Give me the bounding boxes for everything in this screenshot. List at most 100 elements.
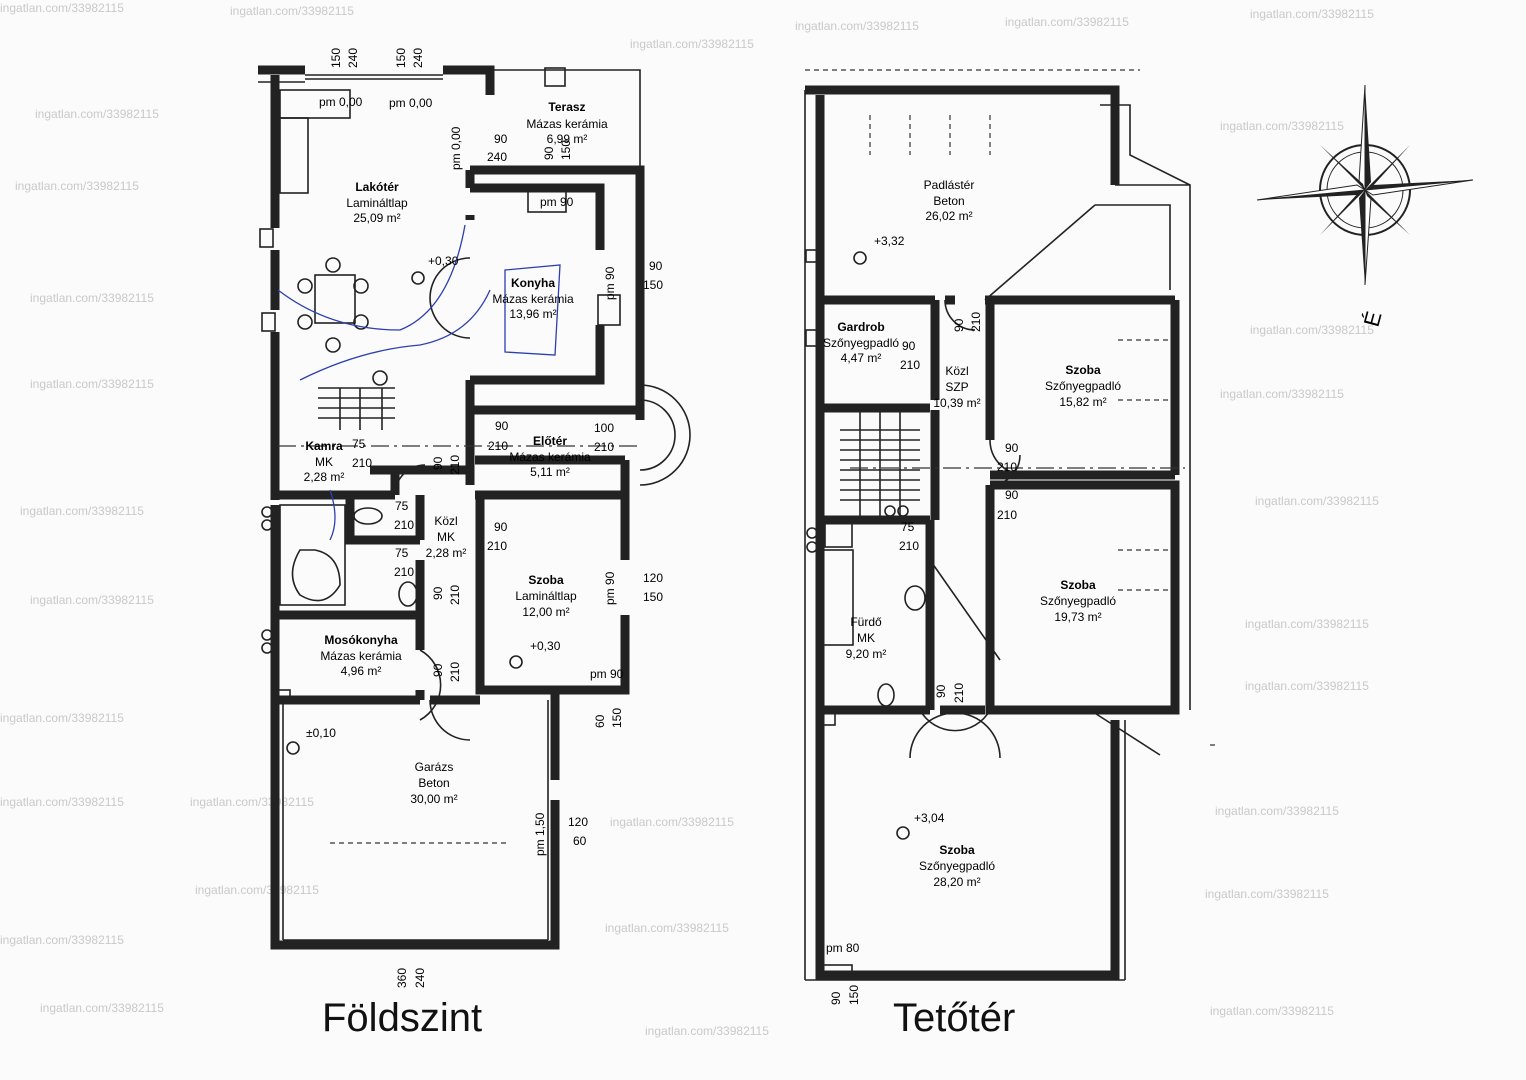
room-szoba1-attic: Szoba Szőnyegpadló 15,82 m² xyxy=(1045,363,1121,409)
room-area: 25,09 m² xyxy=(353,211,400,225)
dimension: 360 xyxy=(395,968,409,988)
room-floor: Szőnyegpadló xyxy=(1045,379,1121,393)
attic-dimension-labels: 90 210 90 210 90 210 90 210 75 210 90 21… xyxy=(829,312,1019,1005)
room-szoba3-attic: Szoba Szőnyegpadló 28,20 m² xyxy=(919,843,995,889)
watermark: ingatlan.com/33982115 xyxy=(0,711,124,725)
watermark: ingatlan.com/33982115 xyxy=(35,107,159,121)
dimension: 210 xyxy=(997,460,1017,474)
room-name: Padlástér xyxy=(924,178,975,192)
room-name: Garázs xyxy=(415,760,454,774)
level-label: +3,04 xyxy=(914,811,945,825)
dimension: 90 xyxy=(934,684,948,698)
room-floor: MK xyxy=(437,530,455,544)
room-area: 10,39 m² xyxy=(933,396,980,410)
watermark: ingatlan.com/33982115 xyxy=(1220,119,1344,133)
watermark: ingatlan.com/33982115 xyxy=(645,1024,769,1038)
dimension: 210 xyxy=(448,585,462,605)
watermark: ingatlan.com/33982115 xyxy=(230,4,354,18)
level-label: pm 90 xyxy=(603,571,617,605)
room-floor: Beton xyxy=(418,776,449,790)
dimension: 90 xyxy=(649,259,663,273)
room-name: Fürdő xyxy=(850,615,882,629)
dimension: 75 xyxy=(395,499,409,513)
dimension: 60 xyxy=(573,834,587,848)
watermark: ingatlan.com/33982115 xyxy=(795,19,919,33)
room-name: Közl xyxy=(434,514,457,528)
room-floor: Lamináltlap xyxy=(346,196,408,210)
watermark: ingatlan.com/33982115 xyxy=(1210,1004,1334,1018)
room-area: 5,11 m² xyxy=(530,465,570,479)
room-area: 30,00 m² xyxy=(410,792,457,806)
dimension: 90 xyxy=(1005,441,1019,455)
watermark: ingatlan.com/33982115 xyxy=(1245,617,1369,631)
room-floor: Mázas kerámia xyxy=(526,117,608,131)
room-name: Mosókonyha xyxy=(324,633,398,647)
dimension: 75 xyxy=(395,546,409,560)
dimension: 90 xyxy=(431,586,445,600)
dimension: 90 xyxy=(494,520,508,534)
ground-dimension-labels: 150 240 150 240 90 240 90 150 90 150 75 … xyxy=(329,48,663,988)
room-name: Közl xyxy=(945,364,968,378)
room-floor: Lamináltlap xyxy=(515,589,577,603)
attic-plan xyxy=(804,69,1215,981)
dimension: 120 xyxy=(568,815,588,829)
level-label: +3,32 xyxy=(874,234,905,248)
room-kamra: Kamra MK 2,28 m² xyxy=(304,439,345,484)
dimension: 210 xyxy=(997,508,1017,522)
dimension: 150 xyxy=(610,708,624,728)
level-label: pm 80 xyxy=(826,941,860,955)
watermark: ingatlan.com/33982115 xyxy=(20,504,144,518)
room-floor: Szőnyegpadló xyxy=(919,859,995,873)
room-floor: Szőnyegpadló xyxy=(1040,594,1116,608)
room-mosokonyha: Mosókonyha Mázas kerámia 4,96 m² xyxy=(320,633,402,678)
dimension: 150 xyxy=(559,140,573,160)
room-name: Konyha xyxy=(511,276,555,290)
dimension: 240 xyxy=(487,150,507,164)
dimension: 90 xyxy=(431,663,445,677)
room-name: Kamra xyxy=(305,439,343,453)
room-gardrob: Gardrob Szőnyegpadló 4,47 m² xyxy=(823,320,899,365)
room-name: Előtér xyxy=(533,434,567,448)
dimension: 100 xyxy=(594,421,614,435)
room-area: 9,20 m² xyxy=(846,647,887,661)
room-name: Szoba xyxy=(939,843,975,857)
room-floor: Szőnyegpadló xyxy=(823,336,899,350)
room-name: Szoba xyxy=(1060,578,1096,592)
dimension: 210 xyxy=(352,456,372,470)
dimension: 90 xyxy=(431,456,445,470)
level-label: pm 0,00 xyxy=(449,126,463,170)
ground-floor-plan xyxy=(258,65,691,950)
attic-level-labels: +3,32 +3,04 pm 80 xyxy=(826,234,945,955)
dimension: 210 xyxy=(899,539,919,553)
level-label: pm 0,00 xyxy=(389,96,433,110)
watermark: ingatlan.com/33982115 xyxy=(0,1,124,15)
room-area: 4,47 m² xyxy=(841,351,882,365)
watermark: ingatlan.com/33982115 xyxy=(1250,7,1374,21)
dimension: 210 xyxy=(448,662,462,682)
dimension: 240 xyxy=(413,968,427,988)
level-label: pm 90 xyxy=(603,266,617,300)
dimension: 210 xyxy=(594,440,614,454)
room-szoba2-attic: Szoba Szőnyegpadló 19,73 m² xyxy=(1040,578,1116,624)
room-area: 2,28 m² xyxy=(426,546,467,560)
level-label: +0,30 xyxy=(428,254,459,268)
dimension: 150 xyxy=(643,590,663,604)
dimension: 150 xyxy=(329,48,343,68)
ground-floor-title: Földszint xyxy=(322,996,483,1040)
north-label: É xyxy=(1359,309,1387,330)
dimension: 240 xyxy=(346,48,360,68)
dimension: 90 xyxy=(902,339,916,353)
room-area: 19,73 m² xyxy=(1054,610,1101,624)
dimension: 150 xyxy=(394,48,408,68)
watermark: ingatlan.com/33982115 xyxy=(1220,387,1344,401)
dimension: 90 xyxy=(494,132,508,146)
watermark: ingatlan.com/33982115 xyxy=(630,37,754,51)
dimension: 240 xyxy=(411,48,425,68)
level-label: ±0,10 xyxy=(306,726,336,740)
watermark: ingatlan.com/33982115 xyxy=(605,921,729,935)
room-floor: MK xyxy=(315,455,333,469)
level-label: pm 0,00 xyxy=(319,95,363,109)
dimension: 90 xyxy=(1005,488,1019,502)
room-name: Gardrob xyxy=(837,320,884,334)
